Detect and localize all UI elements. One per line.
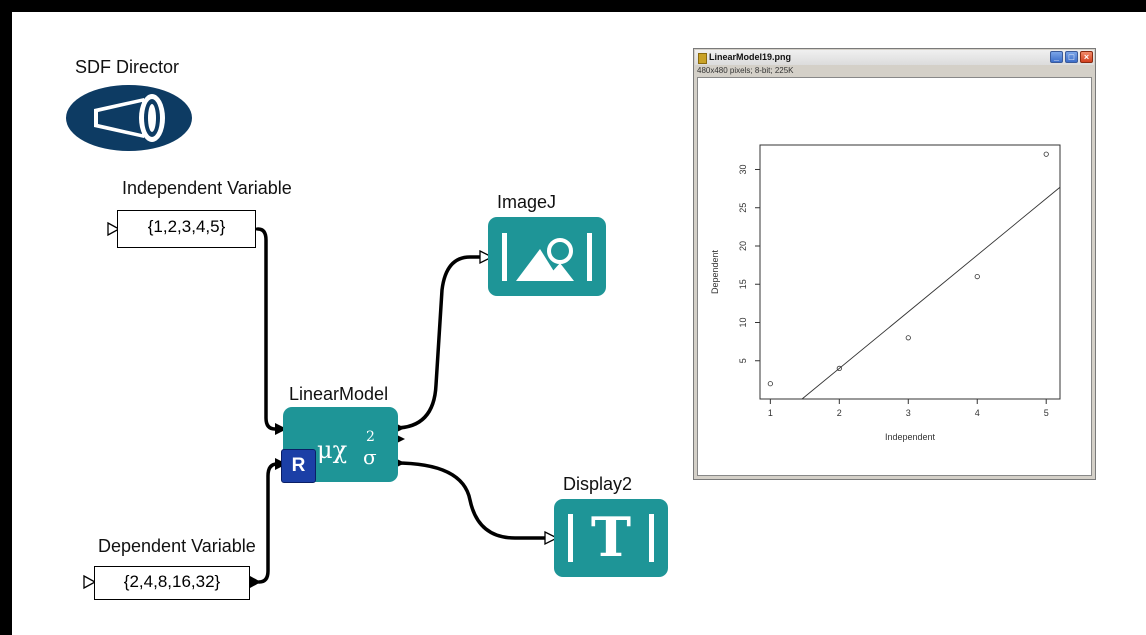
independent-trigger-port	[107, 221, 121, 237]
svg-text:2: 2	[366, 429, 375, 445]
display-label: Display2	[563, 474, 633, 494]
minimize-icon[interactable]: _	[1050, 51, 1063, 63]
close-icon[interactable]: ×	[1080, 51, 1093, 63]
app-icon	[698, 53, 707, 64]
display-actor[interactable]: T	[554, 499, 668, 577]
image-info-text: 480x480 pixels; 8-bit; 225K	[697, 66, 794, 75]
data-point	[974, 273, 980, 280]
y-tick-label: 20	[738, 241, 748, 251]
x-tick-label: 4	[975, 408, 980, 418]
data-point	[767, 381, 773, 387]
r-badge: R	[281, 449, 316, 483]
svg-text:μχ: μχ	[317, 436, 348, 464]
independent-variable-actor[interactable]: {1,2,3,4,5}	[117, 210, 256, 248]
y-tick-label: 10	[738, 317, 748, 327]
image-icon	[516, 238, 574, 281]
imagej-label: ImageJ	[497, 192, 557, 212]
wire-model-to-display	[393, 461, 547, 540]
dependent-variable-label: Dependent Variable	[98, 536, 256, 556]
wire-dependent-to-model	[257, 462, 284, 584]
dependent-trigger-port	[83, 574, 97, 590]
svg-text:σ: σ	[363, 445, 377, 469]
independent-variable-label: Independent Variable	[122, 178, 292, 198]
x-tick-label: 3	[906, 408, 911, 418]
regression-line	[801, 186, 1061, 400]
y-tick-label: 15	[738, 279, 748, 289]
image-window-titlebar[interactable]: LinearModel19.png _ □ ×	[695, 50, 1094, 65]
wire-model-to-imagej	[393, 255, 482, 430]
text-icon: T	[590, 505, 632, 569]
x-tick-label: 1	[768, 408, 773, 418]
dependent-output-port	[250, 576, 261, 588]
x-tick-label: 2	[837, 408, 842, 418]
independent-variable-value: {1,2,3,4,5}	[147, 217, 226, 236]
display-input-port	[544, 530, 559, 546]
x-tick-label: 5	[1044, 408, 1049, 418]
model-input-port-1	[275, 423, 287, 435]
y-tick-label: 25	[738, 203, 748, 213]
linear-model-label: LinearModel	[289, 384, 389, 404]
data-point	[836, 365, 842, 371]
y-tick-label: 30	[738, 164, 748, 174]
x-axis-label: Independent	[885, 432, 936, 442]
y-axis-label: Dependent	[710, 249, 720, 294]
wire-independent-to-model	[256, 227, 284, 431]
data-point	[905, 335, 911, 341]
image-window-title: LinearModel19.png	[709, 52, 792, 62]
maximize-icon[interactable]: □	[1065, 51, 1078, 63]
y-tick-label: 5	[738, 358, 748, 363]
dependent-variable-actor[interactable]: {2,4,8,16,32}	[94, 566, 250, 600]
dependent-variable-value: {2,4,8,16,32}	[123, 572, 221, 591]
data-point	[1043, 151, 1049, 157]
image-window[interactable]: LinearModel19.png _ □ × 480x480 pixels; …	[693, 48, 1096, 480]
director-label: SDF Director	[75, 57, 180, 77]
imagej-input-port	[479, 249, 494, 265]
plot-frame	[759, 144, 1061, 400]
sdf-director-icon[interactable]	[64, 83, 194, 153]
r-badge-label: R	[291, 455, 306, 476]
statistics-icon: μχ 2 σ	[317, 429, 377, 469]
imagej-actor[interactable]	[488, 217, 606, 296]
